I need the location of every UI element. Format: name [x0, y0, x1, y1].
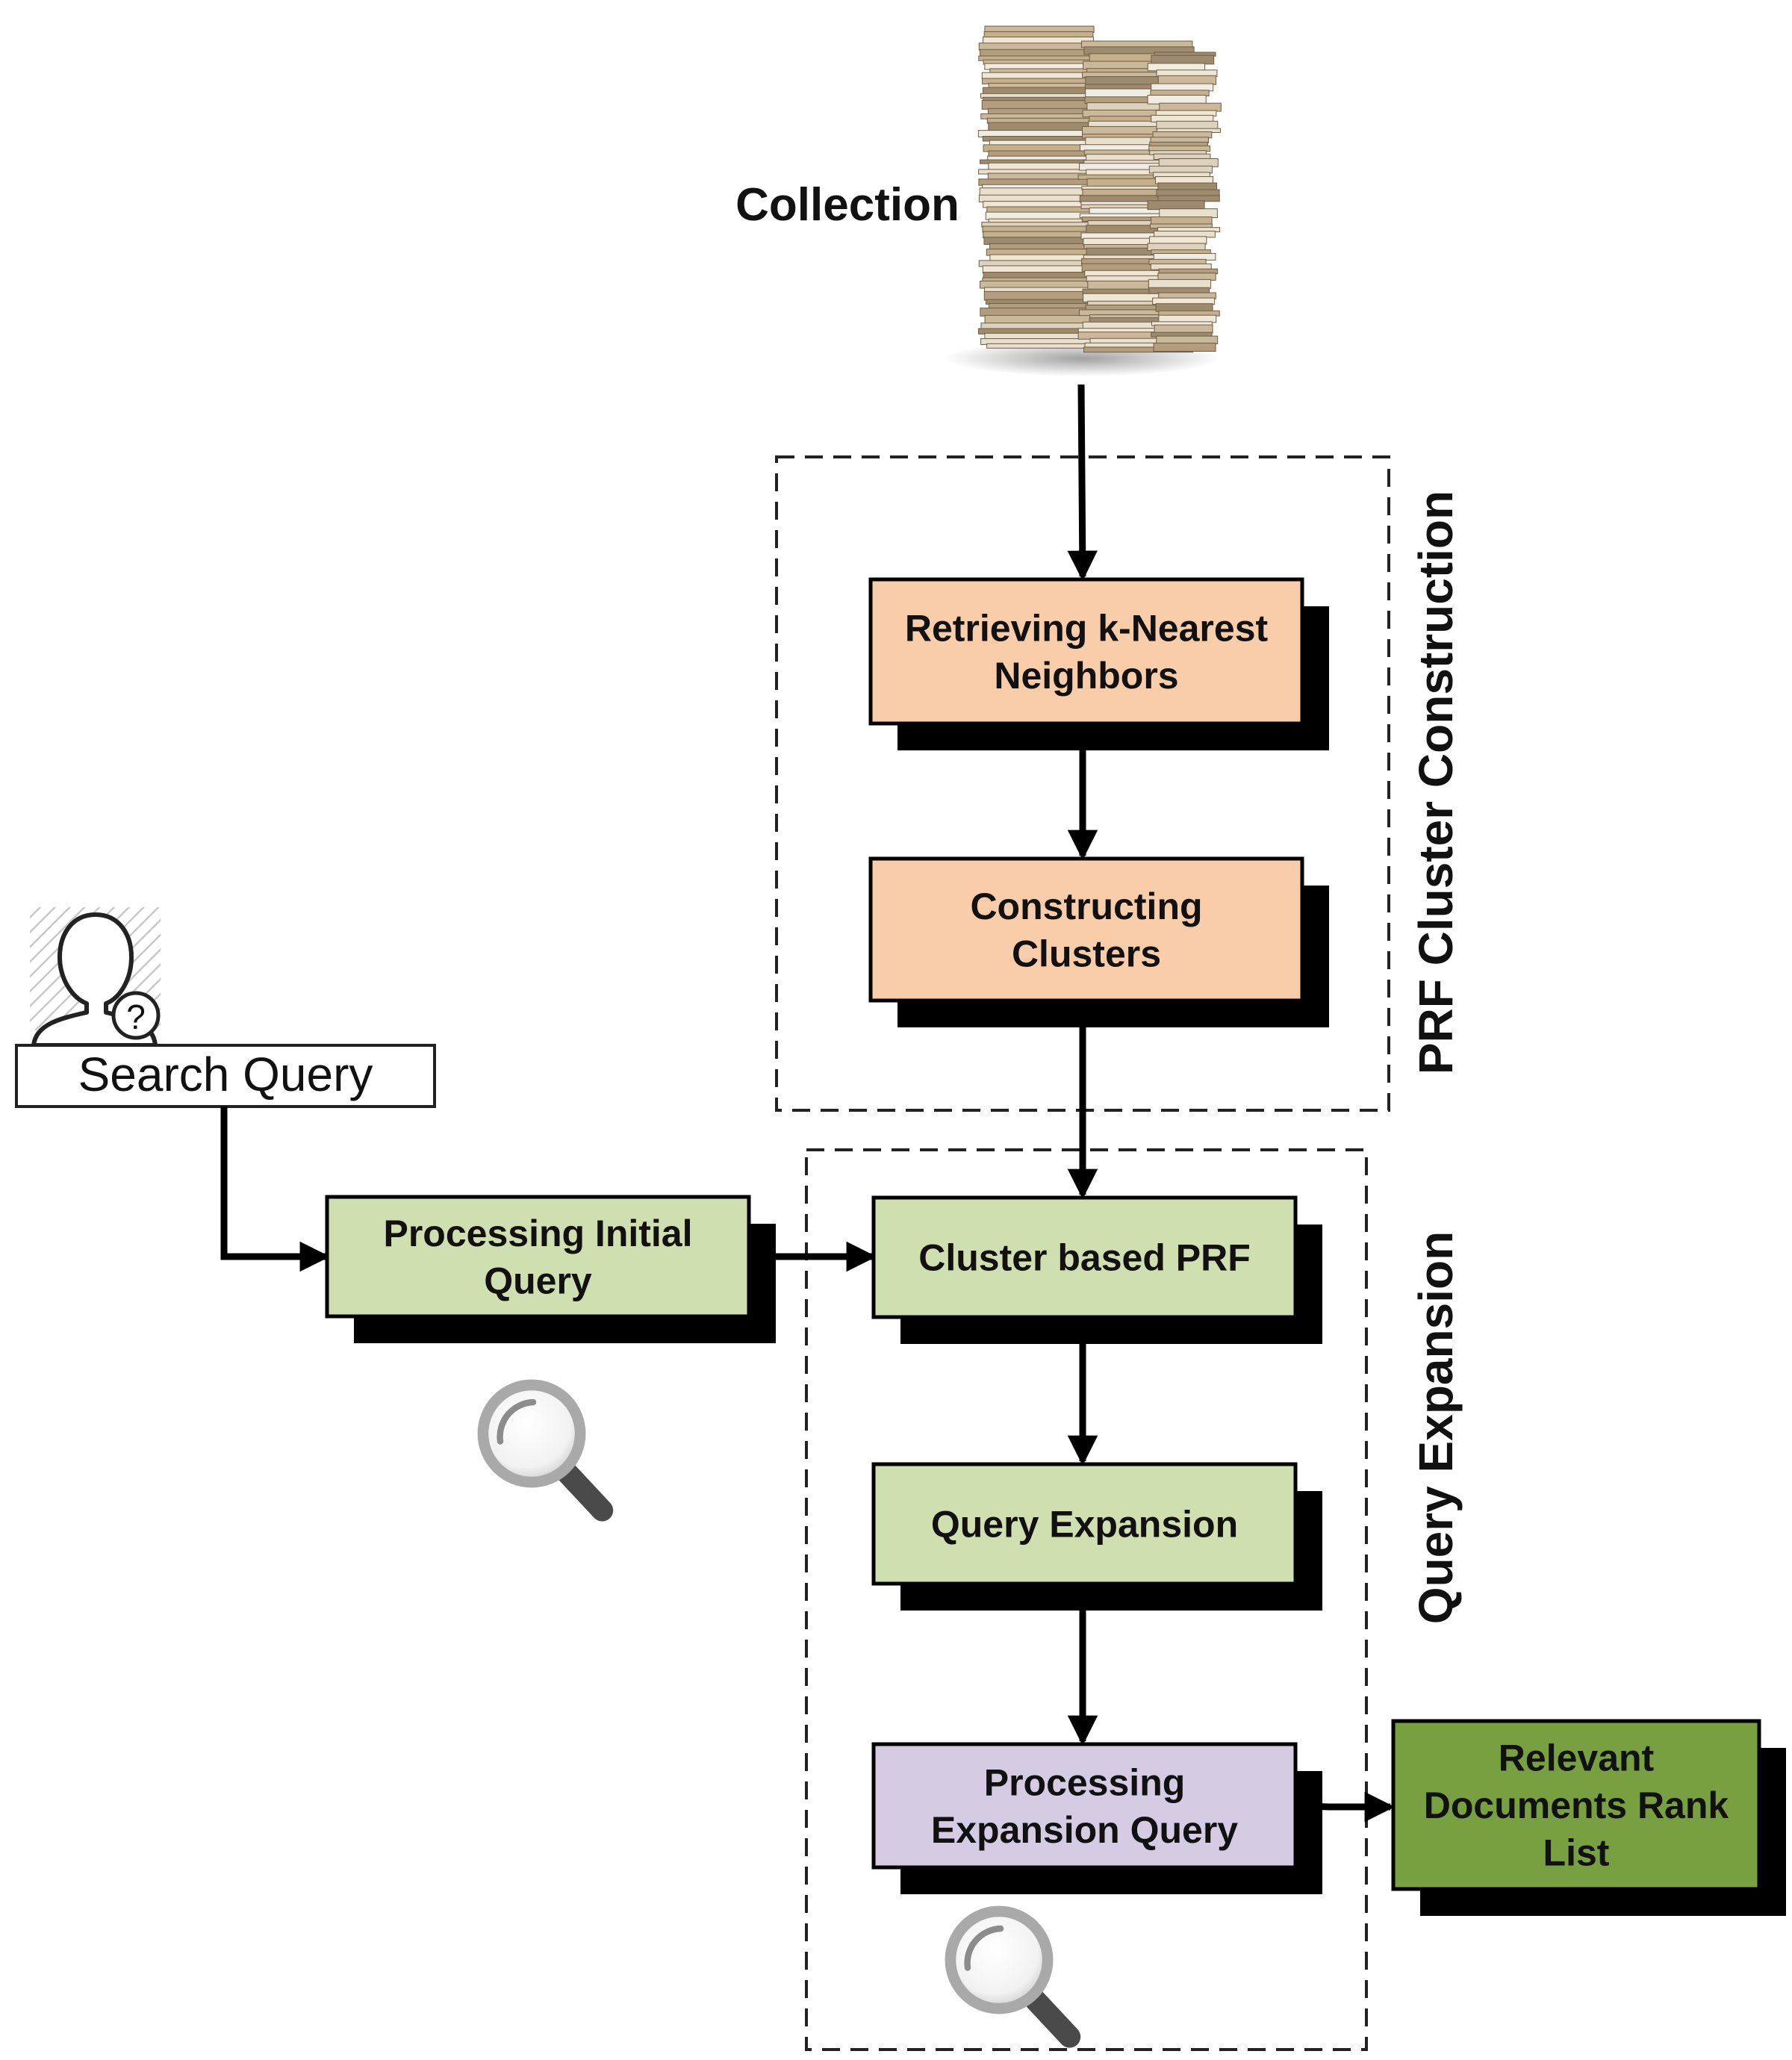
paper-sheet: [983, 290, 1094, 301]
paper-sheet: [979, 187, 1090, 196]
magnifier-lens: [945, 1905, 1054, 2014]
processing-expansion-query-box-label-line: Processing: [984, 1761, 1186, 1803]
magnifier-glint: [497, 1398, 537, 1445]
arrow-collection-to-knn: [1067, 384, 1098, 582]
constructing-clusters-box-label-line: Clusters: [1012, 933, 1161, 974]
question-mark: ?: [126, 998, 146, 1036]
query-expansion-group-label: Query Expansion: [1409, 1231, 1463, 1624]
magnifier-icon: [477, 1379, 614, 1522]
cluster-based-prf-box: Cluster based PRF: [871, 1195, 1322, 1344]
query-expansion-box-body: [871, 1462, 1298, 1586]
relevant-documents-box-label-line: List: [1543, 1832, 1610, 1874]
constructing-clusters-box-label-line: Constructing: [970, 886, 1202, 927]
arrow-search-query-to-initial-processing: [220, 1107, 331, 1272]
magnifier-lens: [477, 1379, 586, 1488]
process-nodes: Retrieving k-NearestNeighborsConstructin…: [325, 577, 1786, 1916]
relevant-documents-box-body: [1391, 1719, 1761, 1891]
relevant-documents-box-label-line: Relevant: [1499, 1737, 1655, 1779]
retrieving-knn-box-label-line: Neighbors: [994, 655, 1178, 697]
search-query-label: Search Query: [78, 1048, 373, 1101]
paper-sheet: [980, 308, 1092, 317]
paper-sheet: [1155, 303, 1213, 312]
paper-sheet: [1159, 102, 1222, 112]
paper-sheet: [1148, 278, 1212, 289]
cluster-construction-group-label: PRF Cluster Construction: [1409, 491, 1463, 1074]
query-expansion-group-frame: [805, 1148, 1368, 2051]
retrieving-knn-box-body: [868, 577, 1304, 726]
magnifier-glint: [964, 1925, 1004, 1971]
processing-initial-query-box-label-line: Query: [484, 1260, 592, 1301]
paper-sheet: [1151, 55, 1215, 65]
paper-sheet: [1147, 95, 1207, 105]
paper-sheet: [1156, 120, 1219, 130]
paper-sheet: [1150, 216, 1213, 225]
user-question-icon: ?: [30, 907, 161, 1048]
paper-sheet: [1158, 158, 1219, 167]
paper-sheet: [1159, 208, 1218, 218]
relevant-documents-box-label-line: Documents Rank: [1424, 1784, 1729, 1826]
processing-initial-query-box-body: [325, 1195, 751, 1319]
paper-sheet: [1156, 335, 1219, 345]
paper-sheet: [1149, 236, 1207, 245]
paper-sheet: [985, 211, 1097, 220]
collection-label: Collection: [735, 179, 959, 231]
paper-sheet: [1157, 75, 1217, 85]
question-badge: [111, 991, 161, 1040]
search-query-box: [15, 1044, 436, 1108]
query-expansion-box-label-line: Query Expansion: [931, 1504, 1238, 1546]
svg-text:Collection: Collection: [735, 179, 959, 231]
document-stack-icon: [945, 25, 1222, 376]
retrieving-knn-box-label-line: Retrieving k-Nearest: [905, 607, 1269, 649]
paper-sheet: [981, 100, 1095, 110]
paper-sheet: [1147, 200, 1205, 211]
cluster-based-prf-box-body: [871, 1195, 1298, 1319]
cluster-based-prf-box-label-line: Cluster based PRF: [918, 1237, 1251, 1279]
paper-sheet: [1154, 324, 1213, 334]
processing-expansion-query-box-body: [871, 1742, 1298, 1870]
magnifier-icon: [945, 1905, 1081, 2048]
processing-initial-query-box-label-line: Processing Initial: [383, 1213, 692, 1254]
constructing-clusters-box-body: [868, 856, 1304, 1003]
paper-sheet: [984, 314, 1095, 325]
processing-expansion-query-box-label-line: Expansion Query: [931, 1809, 1238, 1851]
query-expansion-box: Query Expansion: [871, 1462, 1322, 1611]
paper-sheet: [1153, 343, 1216, 352]
